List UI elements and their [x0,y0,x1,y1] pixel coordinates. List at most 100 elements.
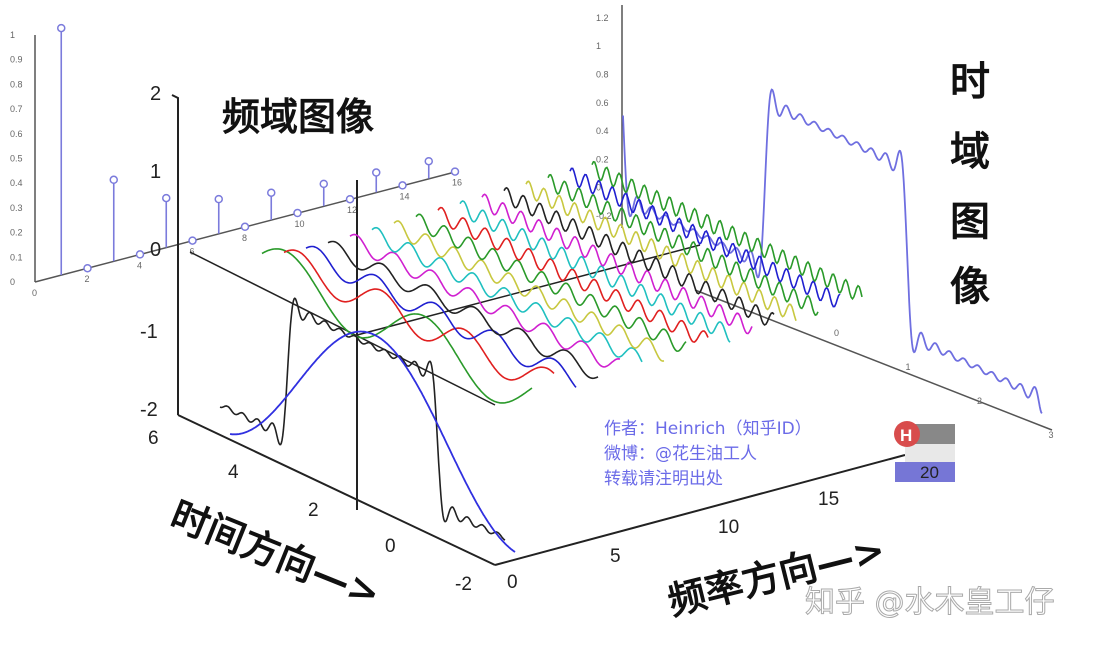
square-wave-sum-curve [219,297,506,541]
frequency-domain-title: 频域图像 [222,95,374,139]
spectrum-y-tick: 0.5 [10,154,23,164]
spectrum-stem-marker [450,167,460,176]
time-axis [177,414,496,566]
time-plot-y-tick: 0.8 [596,70,609,80]
frequency-tick: 5 [610,546,621,567]
slider-middle [905,444,955,462]
amplitude-axis [171,94,179,415]
spectrum-x-tick: 8 [242,233,247,243]
time-tick: 4 [228,462,239,483]
spectrum-y-tick: 0.4 [10,178,23,188]
spectrum-y-tick: 0.3 [10,203,23,213]
time-plot-y-tick: 0 [596,183,601,193]
sine-component-wave [437,206,709,343]
spectrum-stem-marker [109,175,118,185]
sine-component-wave [305,245,577,388]
spectrum-stem-marker [57,23,66,33]
time-plot-y-tick: -0.2 [596,211,612,221]
slider-value: 20 [920,463,939,482]
sine-component-wave [393,220,665,362]
spectrum-y-tick: 0.6 [10,129,23,139]
time-tick: 2 [308,500,319,521]
time-direction-label: 时间方向—> [165,493,387,617]
frequency-tick: 10 [718,517,739,538]
spectrum-y-tick: 0 [10,277,15,287]
spectrum-y-tick: 0.8 [10,79,23,89]
watermark: 知乎 @水木皇工仔 [805,585,1055,620]
sine-component-wave [525,180,797,321]
spectrum-y-tick: 0.1 [10,252,23,262]
sine-component-wave [459,200,731,343]
credit-weibo: 微博：@花生油工人 [604,444,757,464]
sine-component-wave [547,173,819,317]
sine-component-wave [349,233,621,368]
time-plot-y-tick: 0.2 [596,154,609,164]
time-tick: 6 [148,428,159,449]
time-plot-y-tick: 1.2 [596,13,609,23]
credit-author: 作者：Heinrich（知乎ID） [604,419,812,439]
sine-components [261,160,863,404]
h-badge-letter: H [900,426,912,445]
spectrum-stem-marker [372,168,381,177]
spectrum-stem-marker [319,179,328,189]
spectrum-stem-marker [293,208,302,218]
frequency-axis [494,454,906,566]
h-badge-icon [894,421,920,447]
zero-line-freq [356,244,701,336]
spectrum-x-tick: 6 [190,247,195,257]
sine-component-wave [371,226,643,363]
time-plot-x-tick: 3 [1049,430,1054,440]
spectrum-x-tick: 2 [85,274,90,284]
time-domain-title: 时 域 图 像 [950,59,990,310]
time-plot-y-tick: 1 [596,41,601,51]
time-tick: -2 [455,574,472,595]
slider-widget[interactable]: 20 H [894,421,955,482]
spectrum-stem-plot: 00.10.20.30.40.50.60.70.80.9102468101214… [10,23,462,298]
time-title-char: 图 [950,199,990,245]
time-title-char: 时 [950,59,990,105]
credit-repost-notice: 转载请注明出处 [604,469,723,489]
time-plot-x-tick: 0 [834,328,839,338]
sine-component-wave [503,186,775,326]
spectrum-x-tick: 16 [452,178,462,188]
spectrum-stem-marker [162,193,171,203]
spectrum-y-tick: 1 [10,30,15,40]
time-plot-y-tick: 0.4 [596,126,609,136]
spectrum-y-tick: 0.2 [10,228,23,238]
time-plot-x-axis [694,289,1053,431]
time-plot-y-tick: 0.6 [596,98,609,108]
fundamental-sine-curve [229,330,516,553]
time-title-char: 域 [950,129,990,175]
spectrum-stem-marker [345,194,355,204]
time-title-char: 像 [950,264,990,310]
sine-component-wave [283,249,555,381]
spectrum-stem-marker [267,188,276,197]
time-plot-x-tick: 1 [906,362,911,372]
spectrum-stem-marker [188,236,197,245]
spectrum-x-tick: 0 [32,288,37,298]
sine-component-wave [591,160,863,301]
amplitude-tick: 2 [150,83,161,105]
zero-line-time [189,251,496,406]
amplitude-tick: 1 [150,161,161,183]
spectrum-x-tick: 4 [137,260,142,270]
sine-component-wave [327,240,599,380]
spectrum-stem-marker [214,194,223,204]
sine-component-wave [261,248,533,404]
spectrum-stem-marker [424,156,433,166]
amplitude-tick: 0 [150,239,161,261]
sine-component-wave [481,193,753,335]
spectrum-stem-marker [135,250,145,259]
spectrum-x-tick: 10 [295,219,305,229]
spectrum-stem-marker [240,222,250,232]
sine-component-wave [415,213,687,353]
frequency-tick: 0 [507,572,518,593]
spectrum-stem-marker [398,181,407,190]
time-plot-x-tick: 2 [977,396,982,406]
amplitude-tick: -1 [140,321,158,343]
spectrum-y-tick: 0.7 [10,104,23,114]
spectrum-x-tick: 14 [400,191,410,201]
spectrum-stem-marker [83,263,92,273]
time-tick: 0 [385,536,396,557]
